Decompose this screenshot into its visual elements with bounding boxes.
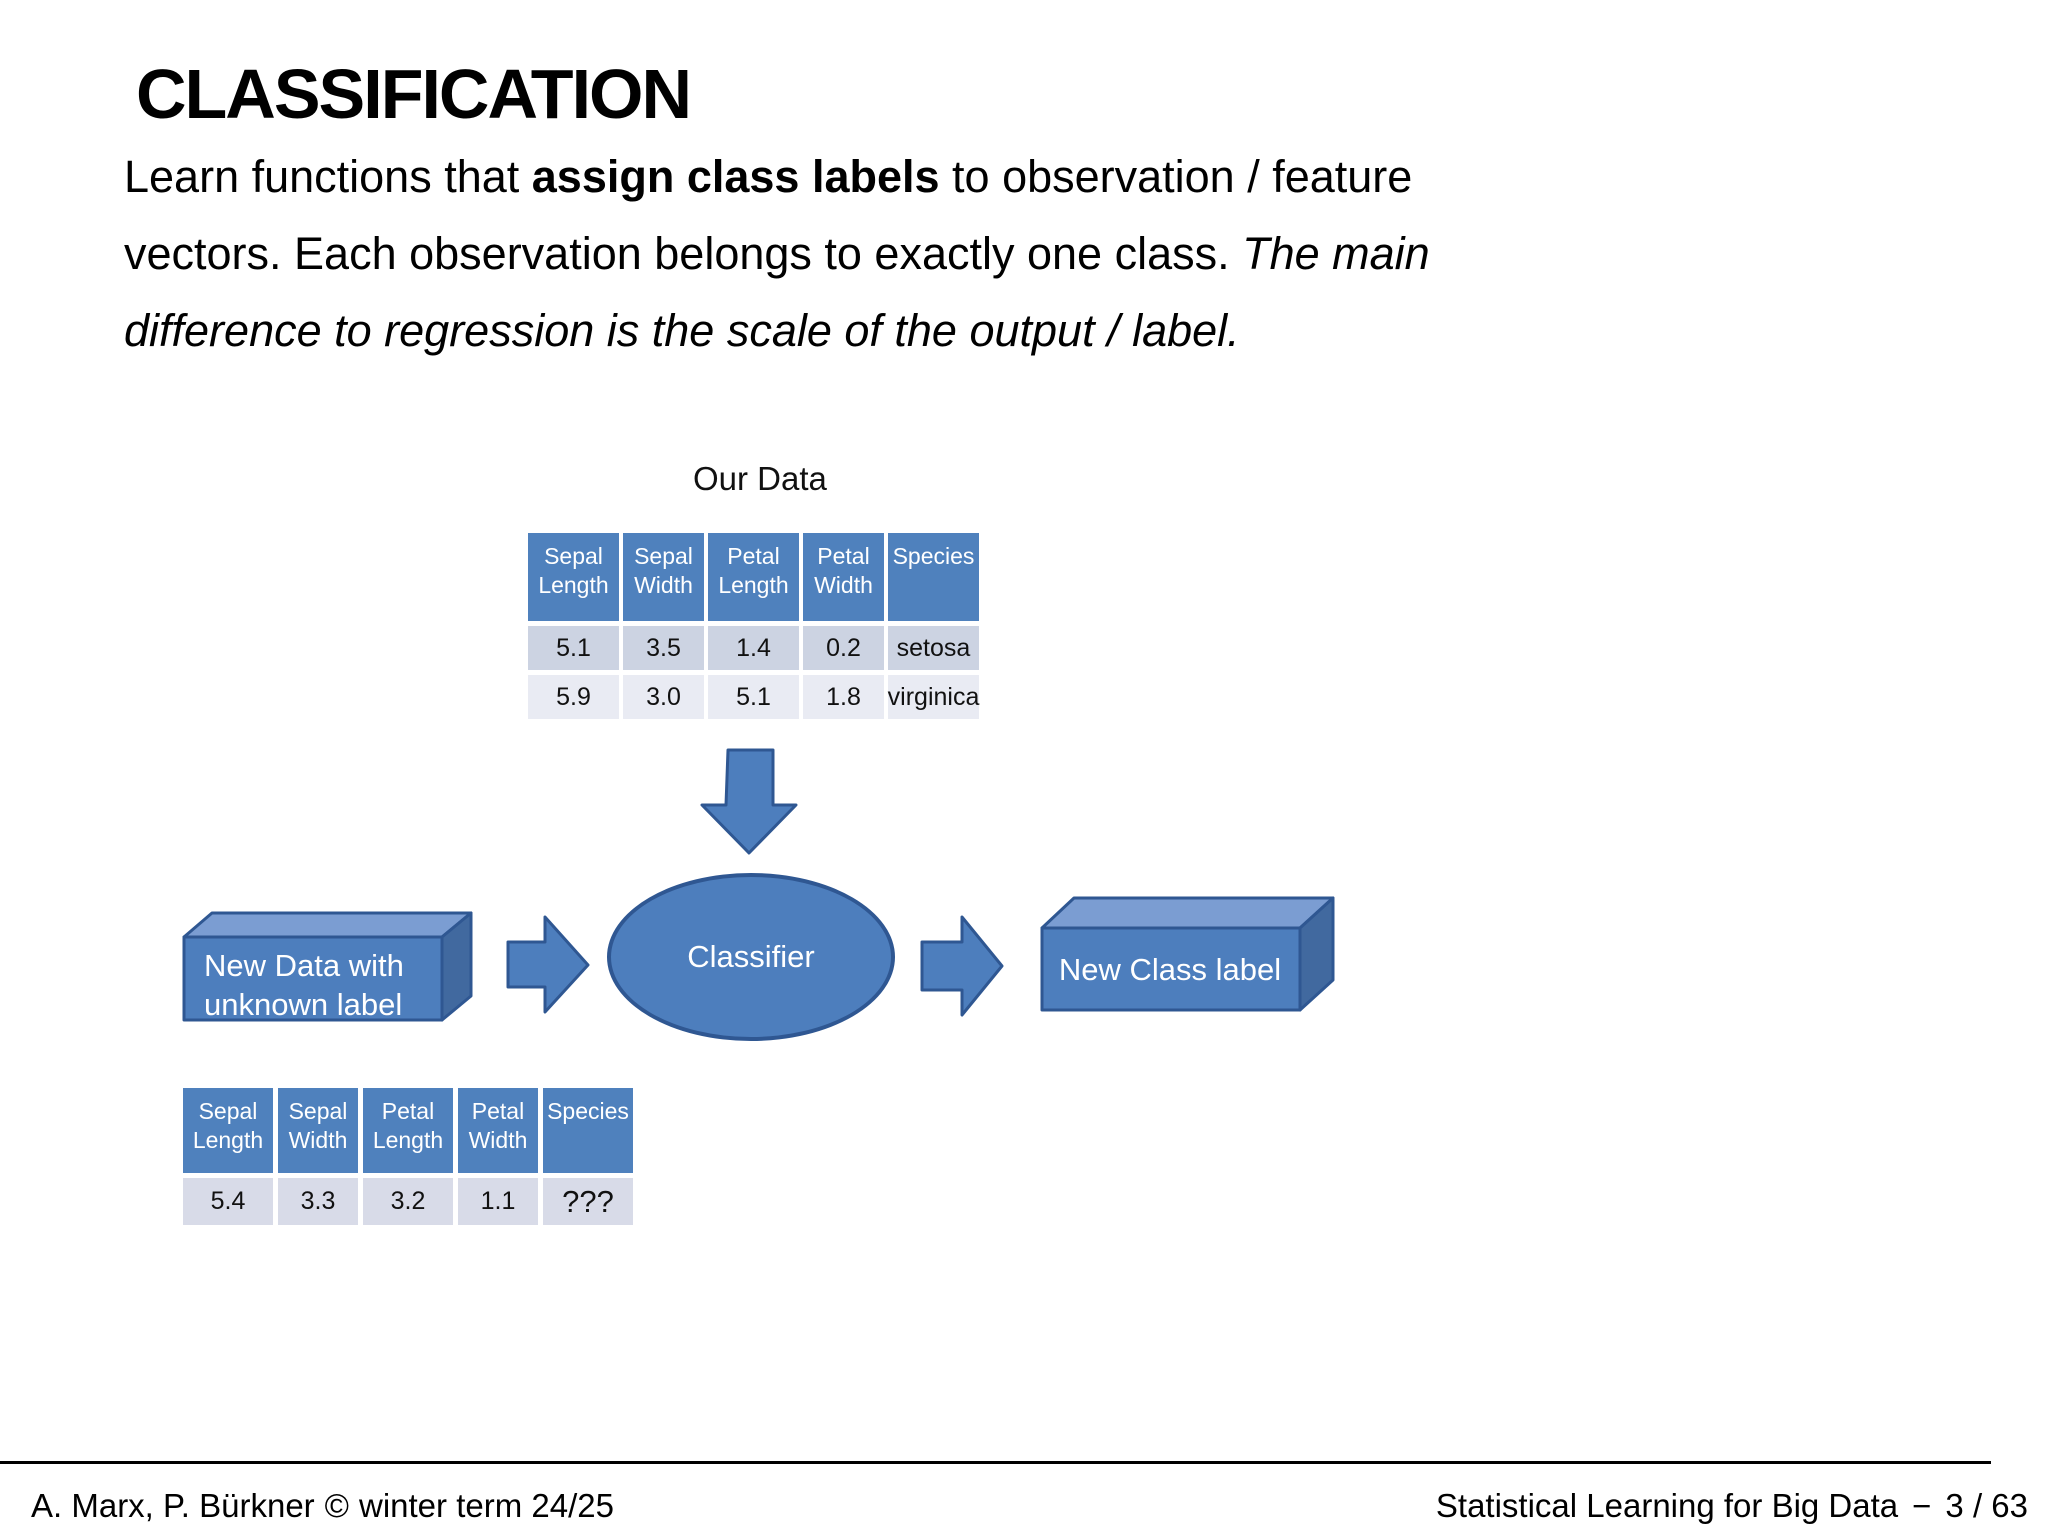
new-class-label: New Class label xyxy=(1058,951,1282,987)
footer-term: winter term 24/25 xyxy=(359,1487,614,1524)
table-header-cell: Sepal Width xyxy=(623,533,704,621)
table-header-cell: Sepal Length xyxy=(528,533,619,621)
table-cell: 1.4 xyxy=(708,626,799,670)
new-data-table: Sepal Length Sepal Width Petal Length Pe… xyxy=(183,1088,633,1225)
body-paragraph: Learn functions that assign class labels… xyxy=(124,138,1844,369)
table-cell: 5.1 xyxy=(708,675,799,719)
body-line: Learn functions that assign class labels… xyxy=(124,138,1844,215)
table-cell: 5.1 xyxy=(528,626,619,670)
table-header-cell: Petal Width xyxy=(458,1088,538,1173)
new-data-cube-label: New Data with unknown label xyxy=(204,946,404,1024)
body-line: difference to regression is the scale of… xyxy=(124,292,1844,369)
new-data-label-line1: New Data with xyxy=(204,948,404,983)
table-cell: 3.3 xyxy=(278,1178,358,1225)
table-header-cell: Petal Length xyxy=(363,1088,453,1173)
table-cell: 1.1 xyxy=(458,1178,538,1225)
table-cell: 1.8 xyxy=(803,675,884,719)
new-data-label-line2: unknown label xyxy=(204,987,403,1022)
classifier-ellipse: Classifier xyxy=(607,873,895,1041)
arrow-right-icon xyxy=(920,915,1004,1017)
body-text-segment: to observation / feature xyxy=(939,151,1413,202)
body-text-italic-segment: difference to regression is the scale of… xyxy=(124,305,1240,356)
table-cell: 3.2 xyxy=(363,1178,453,1225)
table-cell: setosa xyxy=(888,626,979,670)
body-text-segment: Learn functions that xyxy=(124,151,532,202)
table-cell: 0.2 xyxy=(803,626,884,670)
table-cell: 3.5 xyxy=(623,626,704,670)
copyright-icon: © xyxy=(324,1487,349,1524)
footer-course-info: Statistical Learning for Big Data−3 / 63 xyxy=(1436,1487,2028,1525)
body-text-bold-segment: assign class labels xyxy=(531,151,940,202)
classifier-label: Classifier xyxy=(687,939,815,974)
body-line: vectors. Each observation belongs to exa… xyxy=(124,215,1844,292)
footer-separator: − xyxy=(1912,1487,1932,1524)
our-data-table: Sepal Length Sepal Width Petal Length Pe… xyxy=(528,533,979,719)
table-header-cell: Species xyxy=(888,533,979,621)
footer-authors: A. Marx, P. Bürkner© winter term 24/25 xyxy=(31,1487,614,1525)
table-header-cell: Sepal Width xyxy=(278,1088,358,1173)
table-header-cell: Species xyxy=(543,1088,633,1173)
footer-author-names: A. Marx, P. Bürkner xyxy=(31,1487,315,1524)
table-cell: 5.9 xyxy=(528,675,619,719)
new-class-cube xyxy=(1040,896,1335,1012)
new-class-cube-label: New Class label xyxy=(1040,928,1300,1010)
table-cell: 5.4 xyxy=(183,1178,273,1225)
arrow-right-icon xyxy=(506,915,590,1014)
table-header-cell: Petal Width xyxy=(803,533,884,621)
table-header-cell: Petal Length xyxy=(708,533,799,621)
table-cell-unknown-species: ??? xyxy=(543,1178,633,1225)
arrow-down-icon xyxy=(700,748,798,855)
footer-divider xyxy=(0,1461,1991,1464)
table-cell: virginica xyxy=(888,675,979,719)
new-data-cube xyxy=(182,911,473,1022)
page-title: CLASSIFICATION xyxy=(136,54,692,133)
footer-page-number: 3 / 63 xyxy=(1945,1487,2028,1524)
table-cell: 3.0 xyxy=(623,675,704,719)
table-header-cell: Sepal Length xyxy=(183,1088,273,1173)
body-text-italic-segment: The main xyxy=(1242,228,1430,279)
body-text-segment: vectors. Each observation belongs to exa… xyxy=(124,228,1243,279)
footer-course-title: Statistical Learning for Big Data xyxy=(1435,1487,1899,1524)
our-data-caption: Our Data xyxy=(693,460,827,497)
